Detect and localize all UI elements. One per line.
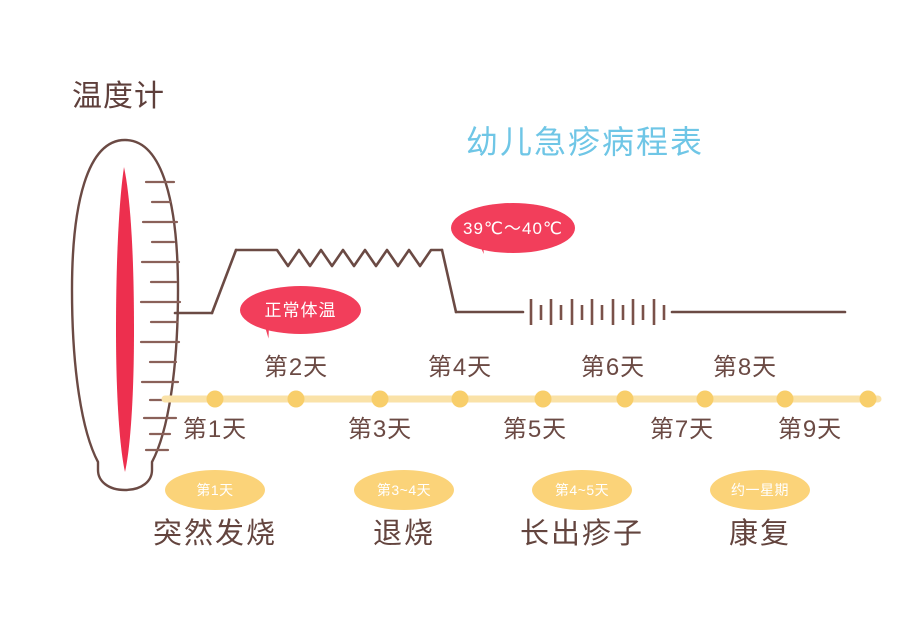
stage-pill-label-1: 第1天 (196, 482, 234, 498)
stage-name-3: 长出疹子 (519, 518, 645, 550)
stage-pill-label-3: 第4~5天 (554, 482, 610, 498)
stage-pill-label-2: 第3~4天 (376, 482, 432, 498)
normal-temperature-text: 正常体温 (264, 300, 337, 320)
thermometer-graphic (70, 138, 182, 492)
stage-pill-3: 第4~5天 (532, 470, 632, 510)
stage-pill-label-4: 约一星期 (731, 482, 789, 498)
stage-pill-1: 第1天 (165, 470, 265, 510)
stage-name-1: 突然发烧 (152, 518, 278, 550)
fever-temperature-text: 39℃～40℃ (462, 218, 563, 238)
day-label-7: 第7天 (649, 416, 715, 443)
timeline-axis (161, 390, 882, 408)
day-label-5: 第5天 (502, 416, 568, 443)
stage-pill-4: 约一星期 (710, 470, 810, 510)
thermometer-caption: 温度计 (72, 80, 165, 113)
fever-temperature-bubble: 39℃～40℃ (451, 203, 575, 256)
thermometer-mercury (116, 167, 134, 472)
day-label-4: 第4天 (427, 354, 493, 381)
temperature-curve (173, 248, 847, 315)
day-label-6: 第6天 (580, 354, 646, 381)
day-label-8: 第8天 (712, 354, 778, 381)
stage-name-2: 退烧 (372, 518, 436, 550)
stage-name-4: 康复 (728, 518, 792, 550)
page-title: 幼儿急疹病程表 (466, 124, 705, 160)
stage-pill-2: 第3~4天 (354, 470, 454, 510)
thermometer-ticks (139, 180, 182, 452)
day-label-1: 第1天 (182, 416, 248, 443)
day-label-9: 第9天 (777, 416, 843, 443)
timeline-dots (206, 390, 877, 408)
day-label-3: 第3天 (347, 416, 413, 443)
rash-marks (529, 299, 666, 325)
normal-temperature-bubble: 正常体温 (240, 286, 361, 339)
day-label-2: 第2天 (263, 354, 329, 381)
